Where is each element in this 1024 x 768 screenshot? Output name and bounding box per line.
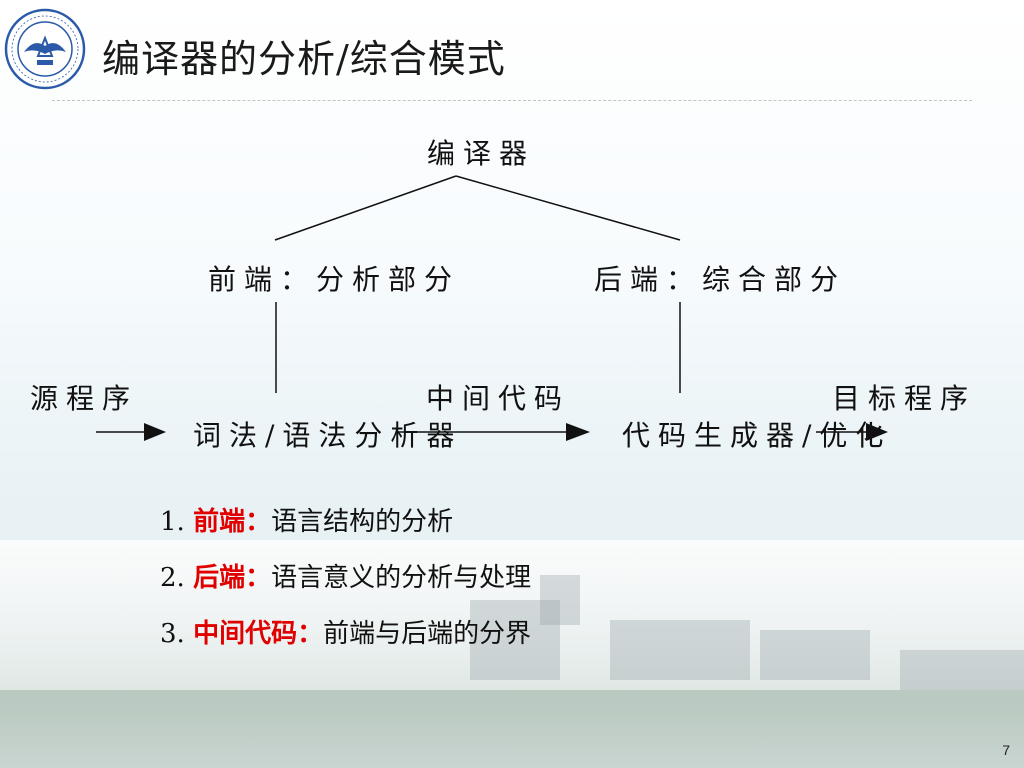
background-building	[540, 575, 580, 625]
background-building	[470, 600, 560, 680]
background-building	[900, 650, 1024, 690]
background-building	[610, 620, 750, 680]
arrow-middle-head	[566, 423, 590, 441]
arrow-input-head	[144, 423, 166, 441]
arrow-output-head	[866, 423, 888, 441]
note-text: 前端与后端的分界	[323, 619, 532, 649]
note-key: 前端：	[193, 507, 272, 537]
back-end-box: 代码生成器/优化	[622, 419, 892, 452]
front-end-group: 前端：分析部分	[208, 263, 461, 296]
note-number: 1.	[160, 507, 185, 537]
note-number: 3.	[160, 619, 185, 649]
tree-branch-left	[274, 175, 457, 241]
university-logo	[4, 8, 86, 90]
background-trees	[0, 690, 1024, 768]
note-item: 3. 中间代码：前端与后端的分界	[160, 612, 531, 668]
note-item: 2. 后端：语言意义的分析与处理	[160, 556, 531, 612]
notes-list: 1. 前端：语言结构的分析 2. 后端：语言意义的分析与处理 3. 中间代码：前…	[160, 500, 531, 668]
tree-branch-right	[455, 175, 681, 241]
note-text: 语言结构的分析	[271, 507, 454, 537]
note-number: 2.	[160, 563, 185, 593]
back-end-group: 后端：综合部分	[594, 263, 847, 296]
target-program-label: 目标程序	[832, 382, 977, 415]
note-item: 1. 前端：语言结构的分析	[160, 500, 531, 556]
intermediate-code-label: 中间代码	[426, 382, 571, 415]
title-divider	[52, 100, 972, 101]
note-key: 后端：	[193, 563, 272, 593]
slide-title: 编译器的分析/综合模式	[102, 37, 506, 81]
source-program-label: 源程序	[30, 382, 139, 415]
background-building	[760, 630, 870, 680]
compiler-node: 编译器	[427, 137, 536, 170]
front-end-box: 词法/语法分析器	[193, 419, 463, 452]
note-key: 中间代码：	[193, 619, 324, 649]
page-number: 7	[1002, 742, 1010, 758]
note-text: 语言意义的分析与处理	[271, 563, 532, 593]
campus-background	[0, 540, 1024, 768]
